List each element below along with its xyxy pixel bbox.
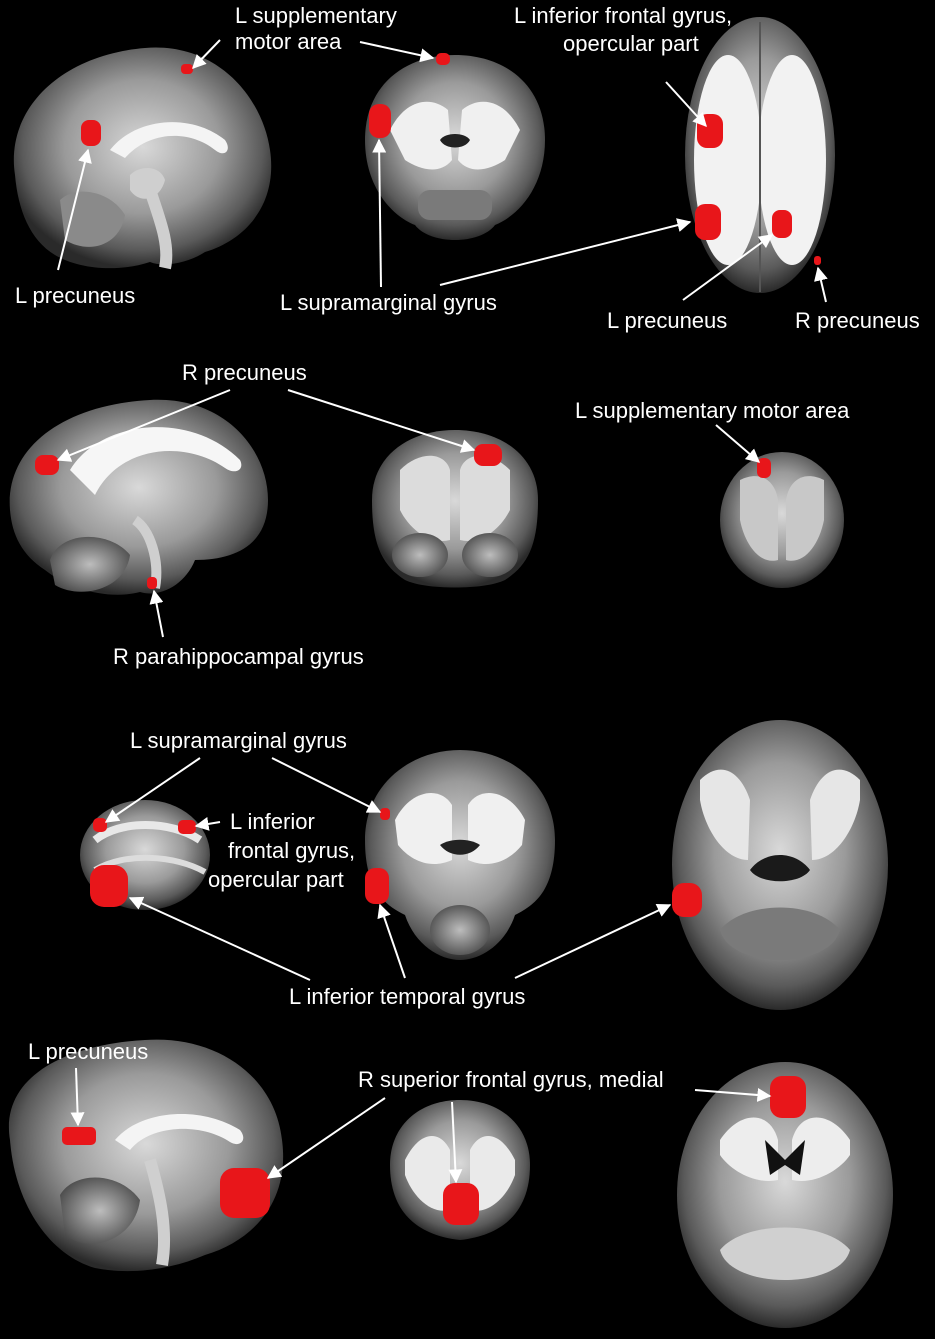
row1-coronal-slice [365, 53, 545, 240]
activation-blob-precuneus [81, 120, 101, 146]
activation-blob-smg-cor-r3 [380, 808, 390, 820]
row2-sagittal-slice [9, 399, 268, 595]
activation-blob-precuneus-axial [772, 210, 792, 238]
label-r1-r-precuneus: R precuneus [795, 308, 920, 333]
arrow-r3-itg-sag [128, 896, 311, 981]
row4-coronal-slice [390, 1100, 530, 1240]
arrow-r3-smg-cor [271, 757, 382, 813]
activation-blob-ifg-sag [178, 820, 196, 834]
label-r3-smg: L supramarginal gyrus [130, 728, 347, 753]
activation-blob-precuneus-r4 [62, 1127, 96, 1145]
row4-axial-slice [677, 1062, 893, 1328]
arrow-r1-sma-cor [359, 41, 435, 63]
label-r1-smg: L supramarginal gyrus [280, 290, 497, 315]
activation-blob-parahippo [147, 577, 157, 589]
activation-blob-smg-coronal [369, 104, 391, 138]
label-r3-ifg-line2: frontal gyrus, [228, 838, 355, 863]
label-r2-sma: L supplementary motor area [575, 398, 850, 423]
activation-blob-itg-sag [90, 865, 128, 907]
arrow-r3-ifg [194, 817, 221, 831]
arrow-r3-smg-sag [104, 757, 201, 823]
row2-axial-slice [720, 452, 844, 588]
row1-sagittal-slice [13, 47, 272, 270]
activation-blob-smg-sag [93, 818, 107, 832]
arrow-r3-itg-ax [514, 904, 672, 979]
label-r3-ifg-line3: opercular part [208, 867, 344, 892]
arrow-r2-parahippo [149, 589, 164, 638]
activation-blob-sfg-sag [220, 1168, 270, 1218]
arrow-r4-sfg-ax [694, 1088, 772, 1102]
arrow-r4-precuneus [70, 1067, 85, 1127]
arrow-r1-sma-sag [192, 39, 221, 70]
activation-blob-sma [181, 64, 193, 74]
label-r1-precuneus-ax: L precuneus [607, 308, 727, 333]
arrow-r1-r-precuneus [814, 266, 828, 303]
activation-blob-itg-axial [672, 883, 702, 917]
label-r1-sma-line2: motor area [235, 29, 342, 54]
activation-blob-r-precuneus-sag [35, 455, 59, 475]
arrow-r1-ifg [665, 81, 707, 128]
row3-sagittal-slice [80, 800, 210, 910]
arrow-r1-smg-cor [372, 138, 387, 288]
activation-blob-sfg-cor [443, 1183, 479, 1225]
row3-axial-slice [672, 720, 888, 1010]
label-r4-sfg: R superior frontal gyrus, medial [358, 1067, 664, 1092]
arrow-r2-precuneus-sag [56, 389, 231, 462]
activation-blob-r-precuneus-axial [814, 256, 821, 265]
row4-sagittal-slice [8, 1039, 284, 1272]
arrow-r2-sma [715, 424, 761, 463]
row3-coronal-slice [365, 750, 555, 960]
activation-blob-sfg-axial [770, 1076, 806, 1118]
activation-blob-r-precuneus-cor [474, 444, 502, 466]
label-r1-sma-line1: L supplementary [235, 3, 397, 28]
arrow-r1-smg-ax [439, 218, 692, 286]
label-r1-ifg-line2: opercular part [563, 31, 699, 56]
activation-blob-sma-coronal [436, 53, 450, 65]
arrow-r4-sfg-sag [266, 1097, 386, 1179]
arrow-r4-sfg-cor [448, 1101, 463, 1184]
arrow-r1-precuneus-ax [682, 234, 774, 301]
arrow-r3-itg-cor [377, 903, 406, 979]
label-r4-precuneus: L precuneus [28, 1039, 148, 1064]
label-r3-itg: L inferior temporal gyrus [289, 984, 525, 1009]
activation-blob-smg-axial [695, 204, 721, 240]
label-r1-ifg-line1: L inferior frontal gyrus, [514, 3, 732, 28]
arrow-r1-precuneus-sag [57, 148, 92, 271]
activation-blob-itg-cor [365, 868, 389, 904]
activation-blob-sma-axial [757, 458, 771, 478]
row1-axial-slice [685, 17, 835, 293]
label-r1-precuneus-sag: L precuneus [15, 283, 135, 308]
row2-coronal-slice [372, 430, 538, 588]
label-r2-r-precuneus: R precuneus [182, 360, 307, 385]
label-r3-ifg-line1: L inferior [230, 809, 315, 834]
arrow-r2-precuneus-cor [287, 389, 476, 453]
label-r2-parahippo: R parahippocampal gyrus [113, 644, 364, 669]
